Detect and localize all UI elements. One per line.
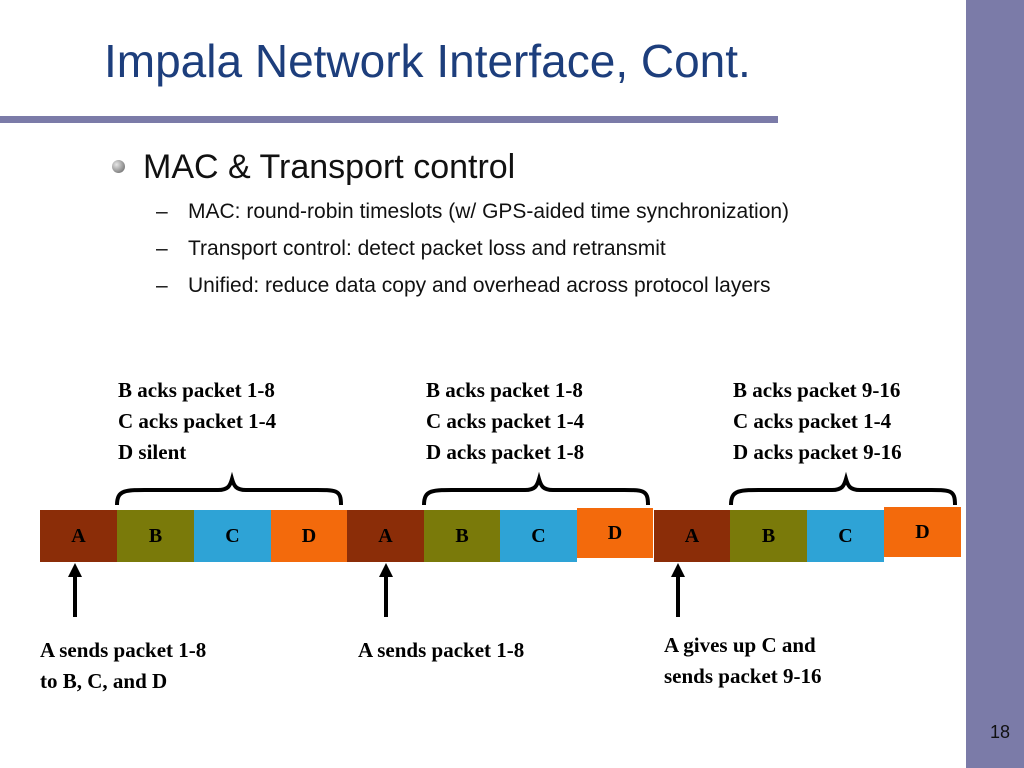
timeslot-b: B xyxy=(730,510,807,562)
timeslot-b: B xyxy=(117,510,194,562)
note-line: A gives up C and xyxy=(664,633,816,657)
ack-line: B acks packet 1-8 xyxy=(118,378,275,402)
sub-bullet-unified: –Unified: reduce data copy and overhead … xyxy=(156,274,771,298)
bullet-main-text: MAC & Transport control xyxy=(143,148,516,186)
curly-bracket-3 xyxy=(729,471,957,506)
note-line: sends packet 9-16 xyxy=(664,664,822,688)
sub-bullet-transport: –Transport control: detect packet loss a… xyxy=(156,237,666,261)
note-line: A sends packet 1-8 xyxy=(358,638,525,662)
timeslot-a: A xyxy=(347,510,424,562)
curly-bracket-2 xyxy=(422,471,650,506)
note-3: A gives up C and sends packet 9-16 xyxy=(664,630,822,692)
bullet-icon xyxy=(112,160,125,173)
note-line: A sends packet 1-8 xyxy=(40,638,207,662)
up-arrow-icon xyxy=(671,563,685,617)
curly-bracket-1 xyxy=(115,471,343,506)
slide-title: Impala Network Interface, Cont. xyxy=(104,35,751,87)
sub-bullet-text: Transport control: detect packet loss an… xyxy=(188,237,666,260)
timeslot-a: A xyxy=(654,510,730,562)
timeslot-a: A xyxy=(40,510,117,562)
ack-group-3: B acks packet 9-16 C acks packet 1-4 D a… xyxy=(733,375,902,468)
up-arrow-icon xyxy=(379,563,393,617)
sub-bullet-mac: –MAC: round-robin timeslots (w/ GPS-aide… xyxy=(156,200,789,224)
timeslot-d: D xyxy=(884,507,961,557)
ack-line: C acks packet 1-4 xyxy=(426,409,585,433)
dash-icon: – xyxy=(156,237,168,260)
ack-line: C acks packet 1-4 xyxy=(118,409,277,433)
timeslot-c: C xyxy=(194,510,271,562)
ack-group-2: B acks packet 1-8 C acks packet 1-4 D ac… xyxy=(426,375,584,468)
dash-icon: – xyxy=(156,200,168,223)
ack-line: D silent xyxy=(118,440,187,464)
sub-bullet-text: MAC: round-robin timeslots (w/ GPS-aided… xyxy=(188,200,790,223)
timeslot-b: B xyxy=(424,510,500,562)
dash-icon: – xyxy=(156,274,168,297)
note-line: to B, C, and D xyxy=(40,669,168,693)
ack-line: C acks packet 1-4 xyxy=(733,409,892,433)
timeslot-c: C xyxy=(500,510,577,562)
sub-bullet-text: Unified: reduce data copy and overhead a… xyxy=(188,274,771,297)
ack-line: D acks packet 1-8 xyxy=(426,440,585,464)
timeslot-c: C xyxy=(807,510,884,562)
ack-line: B acks packet 9-16 xyxy=(733,378,901,402)
ack-line: B acks packet 1-8 xyxy=(426,378,583,402)
sidebar-band xyxy=(966,0,1024,768)
timeslot-d: D xyxy=(577,508,653,558)
ack-group-1: B acks packet 1-8 C acks packet 1-4 D si… xyxy=(118,375,276,468)
title-underline xyxy=(0,116,778,123)
note-2: A sends packet 1-8 xyxy=(358,635,524,666)
timeslot-d: D xyxy=(271,510,347,562)
up-arrow-icon xyxy=(68,563,82,617)
page-number: 18 xyxy=(990,722,1011,742)
note-1: A sends packet 1-8 to B, C, and D xyxy=(40,635,206,697)
ack-line: D acks packet 9-16 xyxy=(733,440,902,464)
